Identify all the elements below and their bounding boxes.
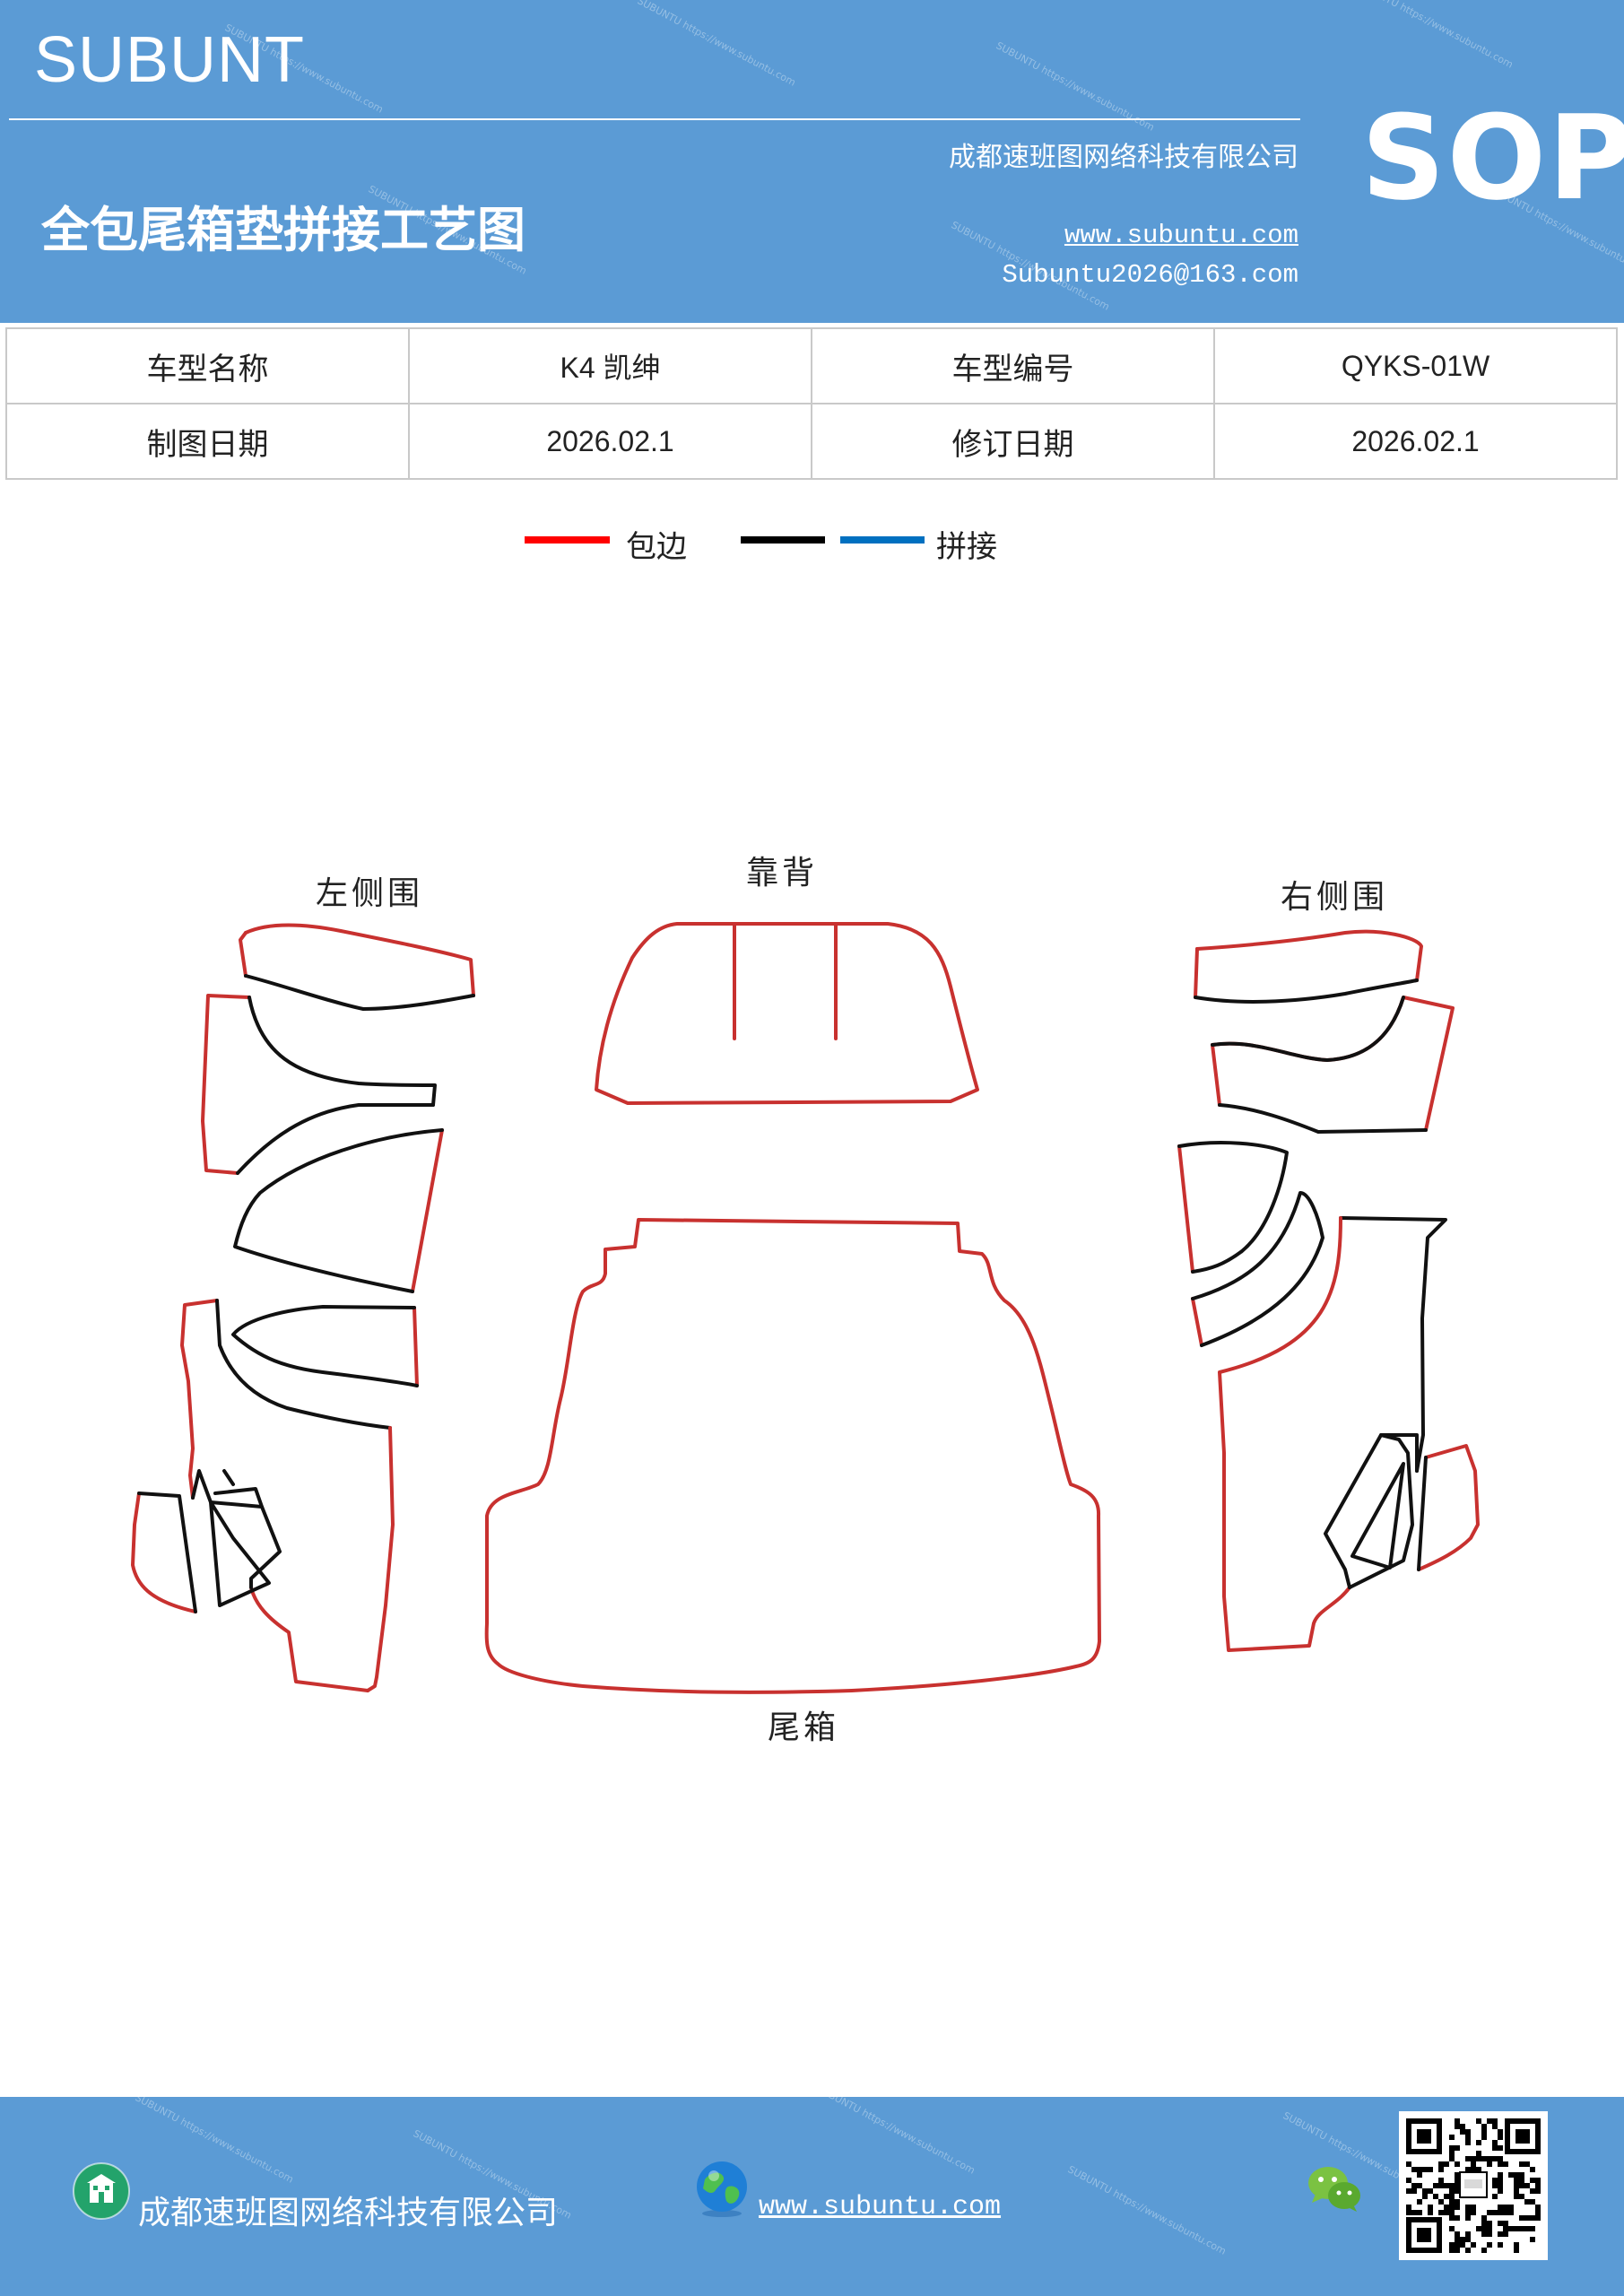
trunk-panel — [484, 1218, 1101, 1694]
legend-wrap-line — [525, 536, 610, 544]
splice-line — [137, 1492, 197, 1613]
qr-code[interactable] — [1399, 2111, 1548, 2260]
edge-red — [595, 922, 979, 1105]
splice-line — [1350, 1462, 1405, 1570]
vehicle-info-table: 车型名称 K4 凯绅 车型编号 QYKS-01W 制图日期 2026.02.1 … — [5, 327, 1618, 480]
splice-line — [191, 1469, 282, 1589]
splice-line — [209, 1500, 271, 1607]
splice-line — [236, 1103, 435, 1175]
edge-red — [201, 994, 251, 1175]
edge-red — [239, 931, 248, 978]
edge-red — [1417, 1444, 1480, 1571]
label-revision-date: 修订日期 — [811, 403, 1215, 480]
splice-line — [1218, 1103, 1428, 1134]
edge-red — [413, 1306, 419, 1387]
splice-line — [248, 996, 437, 1107]
value-model-code: QYKS-01W — [1213, 327, 1618, 404]
watermark: SUBUNTU https://www.subuntu.com — [1065, 2163, 1229, 2257]
label-model-name: 车型名称 — [5, 327, 410, 404]
edge-red — [366, 1426, 395, 1692]
website-link[interactable]: www.subuntu.com — [1064, 221, 1298, 250]
edge-red — [1211, 1043, 1221, 1107]
value-draw-date: 2026.02.1 — [408, 403, 812, 480]
splice-line — [244, 974, 475, 1011]
splice-line — [231, 1305, 419, 1387]
watermark: SUBUNTU https://www.subuntu.com — [133, 2097, 296, 2186]
splice-line — [1417, 1456, 1428, 1571]
edge-red — [484, 1218, 1101, 1694]
legend-wrap-label: 包边 — [626, 529, 687, 565]
header-banner: SUBUNTU https://www.subuntu.com SUBUNTU … — [0, 0, 1624, 323]
right-side-panel — [1177, 929, 1480, 1652]
email-address[interactable]: Subuntu2026@163.com — [1002, 260, 1298, 290]
edge-red — [180, 1299, 219, 1500]
edge-red — [1194, 947, 1199, 999]
company-name: 成都速班图网络科技有限公司 — [949, 142, 1298, 173]
legend-splice-black-line — [741, 536, 825, 544]
edge-red — [244, 923, 475, 997]
edge-red — [1218, 1216, 1351, 1652]
edge-red — [1177, 1144, 1194, 1274]
globe-icon — [692, 2160, 751, 2222]
building-icon — [72, 2161, 131, 2224]
footer-website-link[interactable]: www.subuntu.com — [759, 2192, 1002, 2222]
legend-splice-label: 拼接 — [936, 529, 997, 565]
brand-logo-text: SUBUNT — [34, 24, 306, 96]
label-backrest: 靠背 — [746, 855, 818, 891]
label-left-side: 左侧围 — [316, 875, 423, 912]
edge-red — [131, 1492, 197, 1613]
splice-line — [1177, 1141, 1289, 1274]
legend-splice-blue-line — [840, 536, 925, 544]
label-draw-date: 制图日期 — [5, 403, 410, 480]
label-model-code: 车型编号 — [811, 327, 1215, 404]
splice-line — [1211, 996, 1405, 1062]
splice-line — [233, 1128, 444, 1293]
footer-company-name: 成都速班图网络科技有限公司 — [138, 2195, 559, 2231]
splice-line — [1339, 1216, 1447, 1473]
footer-banner: SUBUNTU https://www.subuntu.com SUBUNTU … — [0, 2097, 1624, 2296]
edge-red — [1195, 929, 1423, 982]
splice-line — [213, 1469, 264, 1509]
backrest-panel — [595, 922, 979, 1105]
value-model-name: K4 凯绅 — [408, 327, 812, 404]
edge-red — [1191, 1297, 1203, 1347]
edge-red — [249, 1586, 369, 1692]
legend: 包边 拼接 — [0, 518, 1624, 572]
splice-line — [1191, 1191, 1324, 1347]
splice-line — [1194, 978, 1419, 1004]
table-row: 车型名称 K4 凯绅 车型编号 QYKS-01W — [5, 327, 1618, 404]
edge-red — [411, 1128, 444, 1293]
label-right-side: 右侧围 — [1281, 879, 1388, 916]
left-side-panel — [131, 923, 475, 1692]
splice-line — [215, 1299, 392, 1430]
splice-line — [1324, 1433, 1419, 1589]
table-row: 制图日期 2026.02.1 修订日期 2026.02.1 — [5, 403, 1618, 480]
page-title: 全包尾箱垫拼接工艺图 — [41, 201, 525, 258]
watermark: SUBUNTU https://www.subuntu.com — [814, 2097, 977, 2177]
label-trunk: 尾箱 — [768, 1709, 839, 1746]
header-divider — [9, 118, 1300, 120]
value-revision-date: 2026.02.1 — [1213, 403, 1618, 480]
wechat-icon[interactable] — [1305, 2161, 1364, 2219]
sop-badge: SOP — [1361, 90, 1624, 226]
splice-line — [1348, 1433, 1414, 1589]
